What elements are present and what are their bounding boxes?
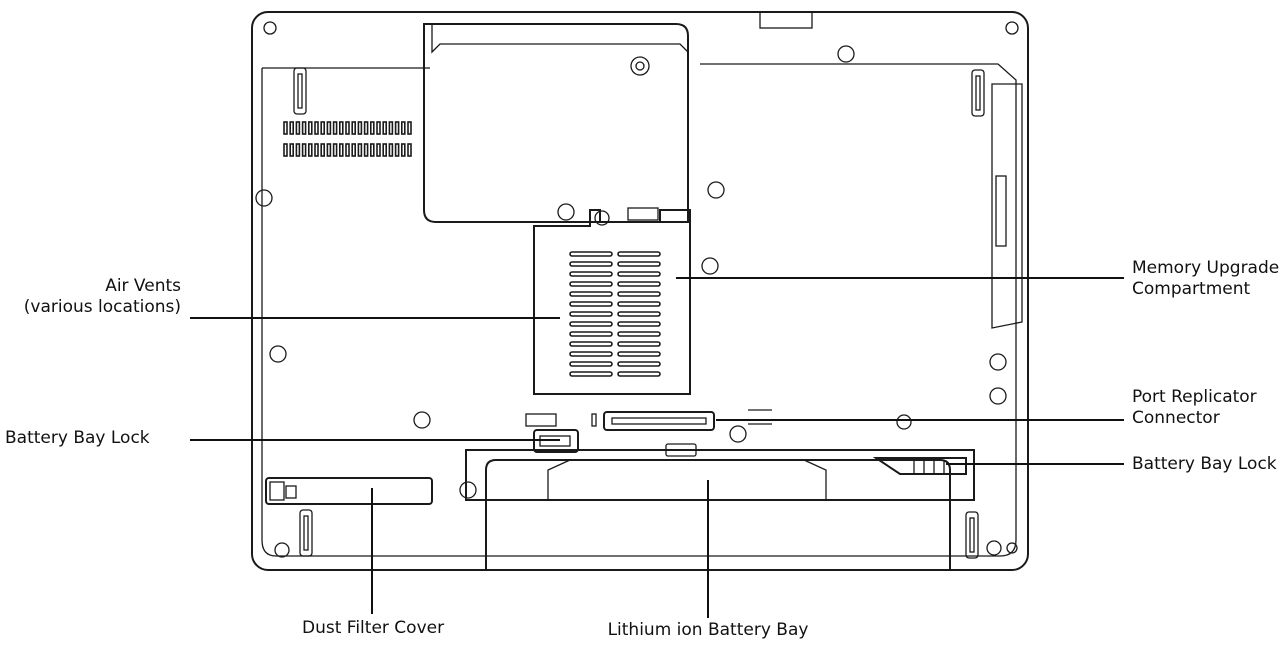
air-vent-slot: [326, 121, 332, 135]
air-vent-slot: [376, 121, 381, 135]
air-vent-slot: [369, 121, 375, 135]
screw: [630, 56, 650, 76]
air-vent-slot: [320, 143, 326, 157]
battery-bay-lock-right-shape: [872, 457, 967, 475]
vent-slot: [617, 341, 661, 347]
air-vent-slot: [326, 143, 332, 157]
dust-filter-cover-shape: [265, 477, 433, 505]
air-vent-slot: [307, 121, 313, 135]
leader-lines: [190, 277, 1124, 618]
vent-slot: [617, 291, 661, 297]
air-vent-slot: [407, 143, 412, 157]
label-port-replicator-connector: Port Replicator Connector: [1132, 387, 1257, 428]
top-hinge-tab: [759, 11, 813, 29]
vent-slot: [569, 371, 613, 377]
upper-access-cover: [423, 23, 689, 223]
air-vent-slot: [345, 143, 350, 157]
air-vent-slot: [376, 143, 381, 157]
air-vent-slot: [283, 143, 288, 157]
air-vent-slot: [382, 121, 388, 135]
vent-slot: [569, 251, 613, 257]
air-vent-slot: [295, 121, 301, 135]
label-battery-bay-lock-right: Battery Bay Lock: [1132, 454, 1277, 474]
air-vent-slot: [301, 143, 307, 157]
air-vent-slot: [314, 143, 319, 157]
air-vent-slot: [394, 121, 400, 135]
air-vent-slot: [388, 143, 394, 157]
vent-slot: [617, 351, 661, 357]
laptop-chassis-outline: [251, 11, 1029, 571]
air-vent-slot: [407, 121, 412, 135]
vent-slot: [569, 321, 613, 327]
label-lithium-ion-battery-bay: Lithium ion Battery Bay: [607, 620, 809, 640]
air-vent-slot: [289, 121, 295, 135]
air-vent-slot: [338, 121, 344, 135]
lithium-battery-bay-shape: [465, 449, 975, 501]
latch-bottom-left: [299, 509, 313, 557]
air-vent-slot: [400, 121, 406, 135]
air-vent-slot: [338, 143, 344, 157]
battery-body: [485, 459, 951, 571]
vent-slot: [617, 311, 661, 317]
vent-slot: [569, 301, 613, 307]
air-vent-slot: [394, 143, 400, 157]
air-vent-slot: [357, 121, 363, 135]
memory-vent-slots: [569, 251, 661, 377]
screws: [255, 21, 1019, 558]
air-vent-slot: [314, 121, 319, 135]
vent-slot: [617, 331, 661, 337]
label-battery-bay-lock-left: Battery Bay Lock: [5, 428, 150, 448]
left-air-vents: [283, 121, 412, 157]
air-vent-slot: [400, 143, 406, 157]
port-replicator-connector: [603, 411, 715, 431]
label-memory-upgrade-compartment: Memory Upgrade Compartment: [1132, 258, 1280, 299]
latch-top-right: [971, 69, 985, 117]
air-vent-slot: [283, 121, 288, 135]
air-vent-slot: [363, 121, 369, 135]
vent-slot: [617, 361, 661, 367]
air-vent-slot: [289, 143, 295, 157]
air-vent-slot: [363, 143, 369, 157]
air-vent-slot: [320, 121, 326, 135]
vent-slot: [617, 281, 661, 287]
vent-slot: [569, 261, 613, 267]
vent-slot: [569, 361, 613, 367]
air-vent-slot: [351, 121, 357, 135]
air-vent-slot: [357, 143, 363, 157]
vent-slot: [617, 251, 661, 257]
chassis-inner-line: [261, 63, 1017, 557]
air-vent-slot: [345, 121, 350, 135]
air-vent-slot: [332, 121, 338, 135]
air-vent-slot: [295, 143, 301, 157]
right-edge-panel: [991, 83, 1023, 329]
air-vent-slot: [301, 121, 307, 135]
air-vent-slot: [307, 143, 313, 157]
vent-slot: [617, 371, 661, 377]
vent-slot: [569, 281, 613, 287]
vent-slot: [617, 271, 661, 277]
vent-slot: [569, 341, 613, 347]
vent-slot: [569, 291, 613, 297]
latch-bottom-right: [965, 511, 979, 559]
vent-slot: [569, 331, 613, 337]
vent-slot: [569, 351, 613, 357]
air-vent-slot: [382, 143, 388, 157]
label-dust-filter-cover: Dust Filter Cover: [302, 618, 445, 638]
air-vent-slot: [351, 143, 357, 157]
vent-slot: [617, 261, 661, 267]
air-vent-slot: [332, 143, 338, 157]
vent-slot: [569, 311, 613, 317]
vent-slot: [569, 271, 613, 277]
vent-slot: [617, 301, 661, 307]
label-air-vents: Air Vents (various locations): [23, 276, 181, 317]
air-vent-slot: [388, 121, 394, 135]
memory-upgrade-cover: [533, 209, 691, 395]
latch-top-left: [293, 67, 307, 115]
vent-slot: [617, 321, 661, 327]
air-vent-slot: [369, 143, 375, 157]
